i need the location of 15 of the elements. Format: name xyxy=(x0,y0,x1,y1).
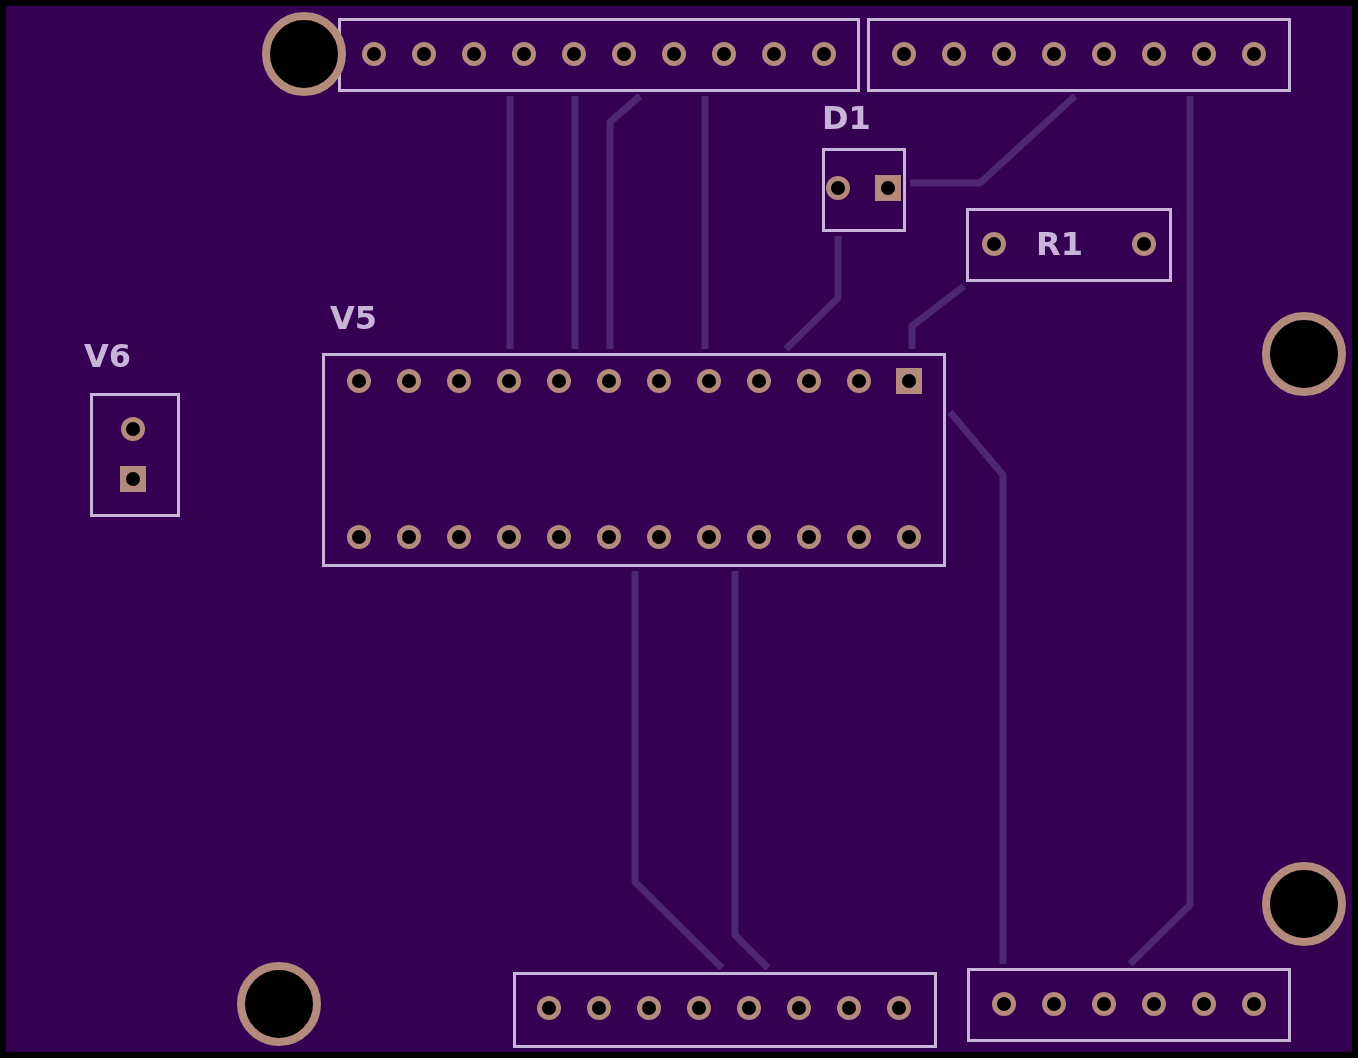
copper-trace xyxy=(606,93,643,349)
copper-trace xyxy=(731,571,771,971)
copper-trace xyxy=(783,236,842,352)
copper-trace xyxy=(571,96,579,349)
copper-trace xyxy=(631,571,725,971)
copper-trace xyxy=(947,409,1007,964)
component-designator: V6 xyxy=(84,338,132,374)
component-designator: D1 xyxy=(822,100,871,136)
component-designator: V5 xyxy=(330,300,378,336)
copper-trace xyxy=(908,283,967,349)
component-designator: R1 xyxy=(1036,226,1083,262)
copper-trace xyxy=(1127,96,1194,967)
copper-trace xyxy=(506,96,514,349)
copper-trace xyxy=(701,96,709,349)
copper-trace xyxy=(910,93,1078,187)
